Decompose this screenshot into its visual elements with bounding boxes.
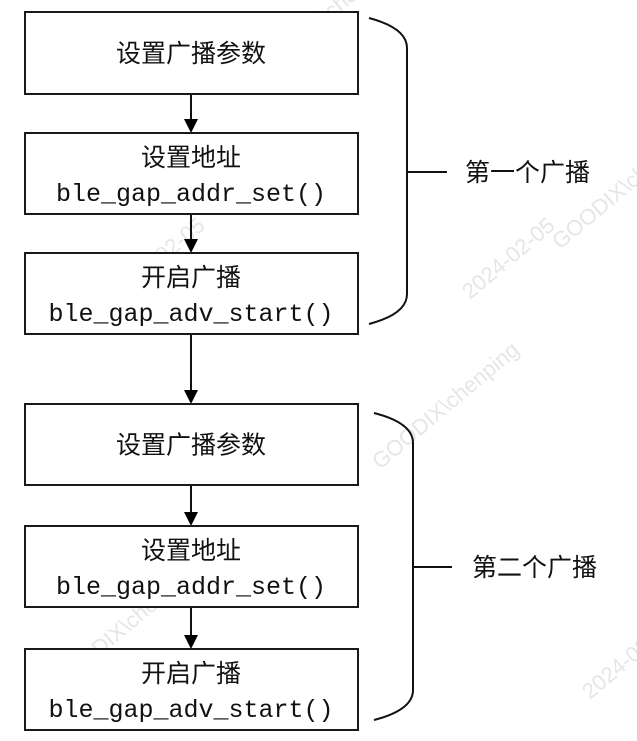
step-title: 开启广播 xyxy=(141,659,241,688)
flow-arrow xyxy=(184,485,198,526)
step-function-call: ble_gap_addr_set() xyxy=(56,573,326,602)
watermark-text: 2024-02-05 xyxy=(457,212,559,303)
step-title: 设置地址 xyxy=(141,536,241,565)
flow-arrow xyxy=(184,214,198,253)
connectors xyxy=(184,94,198,649)
group-bracket: 第一个广播 xyxy=(368,17,590,325)
step-title: 开启广播 xyxy=(141,263,241,292)
arrowhead-icon xyxy=(184,119,198,133)
step-box-border xyxy=(24,132,359,215)
arrowhead-icon xyxy=(184,390,198,404)
step-title: 设置广播参数 xyxy=(116,39,266,68)
step-box: 设置地址 ble_gap_addr_set() xyxy=(24,132,359,215)
arrowhead-icon xyxy=(184,512,198,526)
watermark-text: 2024-02-05 xyxy=(577,612,637,703)
step-box: 设置广播参数 xyxy=(24,403,359,486)
step-function-call: ble_gap_adv_start() xyxy=(48,696,333,725)
step-title: 设置广播参数 xyxy=(116,431,266,460)
brace-line xyxy=(368,17,408,325)
watermark-text: GOODIX\chenping xyxy=(367,337,524,474)
group-bracket: 第二个广播 xyxy=(373,412,597,721)
group-label: 第二个广播 xyxy=(472,553,597,582)
flow-arrow xyxy=(184,94,198,133)
step-function-call: ble_gap_adv_start() xyxy=(48,300,333,329)
step-box-border xyxy=(24,648,359,731)
step-box-border xyxy=(24,403,359,486)
group-label: 第一个广播 xyxy=(465,158,590,187)
step-box-border xyxy=(24,252,359,335)
step-title: 设置地址 xyxy=(141,143,241,172)
step-function-call: ble_gap_addr_set() xyxy=(56,180,326,209)
step-box: 设置广播参数 xyxy=(24,11,359,95)
step-box: 开启广播 ble_gap_adv_start() xyxy=(24,252,359,335)
step-box-border xyxy=(24,525,359,608)
arrowhead-icon xyxy=(184,239,198,253)
step-box-border xyxy=(24,11,359,95)
step-box: 设置地址 ble_gap_addr_set() xyxy=(24,525,359,608)
step-box: 开启广播 ble_gap_adv_start() xyxy=(24,648,359,731)
flow-arrow xyxy=(184,607,198,649)
arrowhead-icon xyxy=(184,635,198,649)
flow-arrow xyxy=(184,334,198,404)
